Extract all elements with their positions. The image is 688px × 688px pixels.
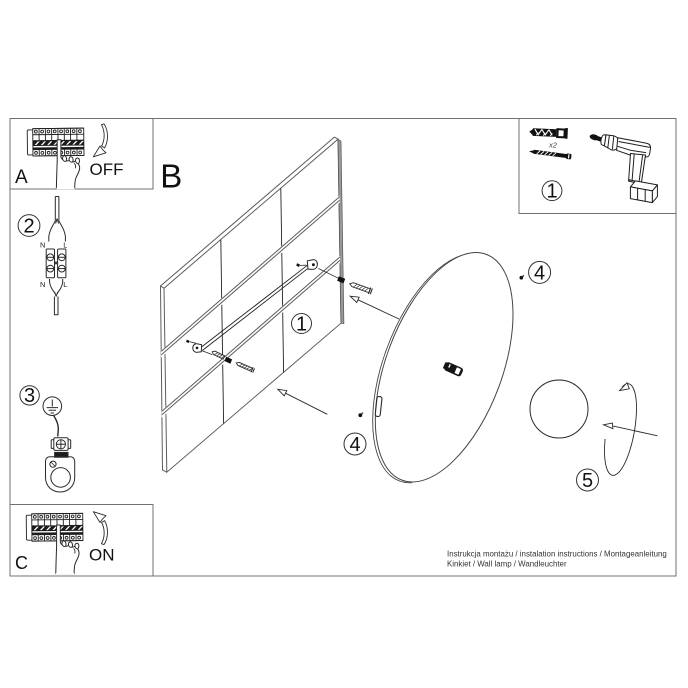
svg-text:C: C — [15, 553, 28, 573]
svg-text:5: 5 — [582, 470, 593, 492]
svg-text:L: L — [63, 240, 67, 249]
svg-text:L: L — [63, 280, 67, 289]
svg-text:Kinkiet / Wall lamp / Wandleuc: Kinkiet / Wall lamp / Wandleuchter — [447, 559, 567, 568]
svg-text:1: 1 — [296, 314, 307, 336]
svg-text:N: N — [40, 240, 45, 249]
svg-text:4: 4 — [349, 434, 360, 456]
svg-text:2: 2 — [23, 216, 34, 238]
svg-text:4: 4 — [534, 263, 545, 285]
svg-text:B: B — [160, 158, 182, 195]
svg-text:A: A — [15, 167, 28, 188]
svg-text:ON: ON — [89, 546, 115, 565]
svg-text:x2: x2 — [548, 141, 558, 150]
svg-text:N: N — [40, 280, 45, 289]
svg-text:1: 1 — [546, 181, 557, 203]
svg-text:3: 3 — [24, 385, 35, 407]
svg-text:OFF: OFF — [90, 160, 124, 179]
svg-text:Instrukcja montażu / instalati: Instrukcja montażu / instalation instruc… — [447, 549, 667, 558]
